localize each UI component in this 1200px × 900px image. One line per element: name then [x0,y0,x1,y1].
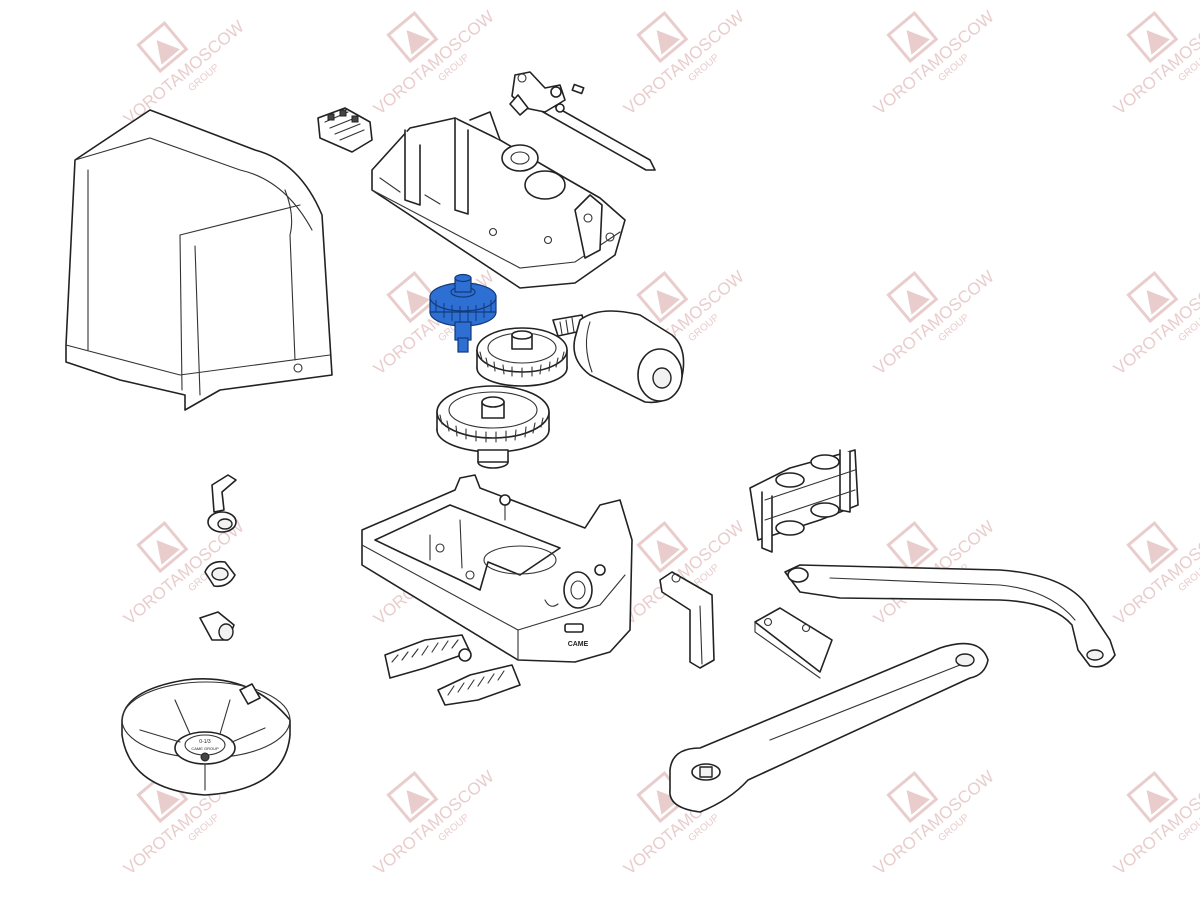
base-cover-plate: 0-1/3 CAME GROUP [121,678,291,796]
watermark-brand: VOROTAMOSCOW [1110,7,1200,118]
gear-sector-right [437,664,521,706]
lower-gearbox-housing: CAME [361,474,633,663]
release-handle [659,571,715,669]
release-key-lever [207,474,237,533]
electric-motor [552,310,685,404]
watermark-brand: VOROTAMOSCOW [1110,267,1200,378]
cover-label-line1: 0-1/3 [199,739,211,745]
highlighted-drive-gear [429,273,497,353]
cam-knob [204,560,236,588]
limit-switch-shaft [509,71,656,171]
straight-transmission-arm [669,642,989,813]
curved-transmission-arm [784,564,1116,668]
gearbox-brand-label: CAME [568,641,589,648]
watermark-brand: VOROTAMOSCOW [370,767,498,878]
cover-label-line2: CAME GROUP [191,746,219,751]
watermark-brand: VOROTAMOSCOW [620,7,748,118]
watermark-brand: VOROTAMOSCOW [870,7,998,118]
large-output-gear [436,385,550,469]
upper-gearbox-housing [371,111,626,289]
watermark-brand: VOROTAMOSCOW [120,17,248,128]
watermark-brand: VOROTAMOSCOW [620,517,748,628]
mounting-bracket [749,449,859,553]
terminal-connector [317,107,373,153]
intermediate-gear [476,327,568,387]
motor-cover [65,109,333,411]
watermark-brand: VOROTAMOSCOW [870,767,998,878]
arm-bracket-plate [754,607,833,679]
gear-sector-left [384,634,472,679]
lock-cylinder [199,611,235,641]
watermark-brand: VOROTAMOSCOW [870,267,998,378]
watermark-brand: VOROTAMOSCOW [370,7,498,118]
watermark-brand: VOROTAMOSCOW [1110,767,1200,878]
watermark-brand: VOROTAMOSCOW [1110,517,1200,628]
